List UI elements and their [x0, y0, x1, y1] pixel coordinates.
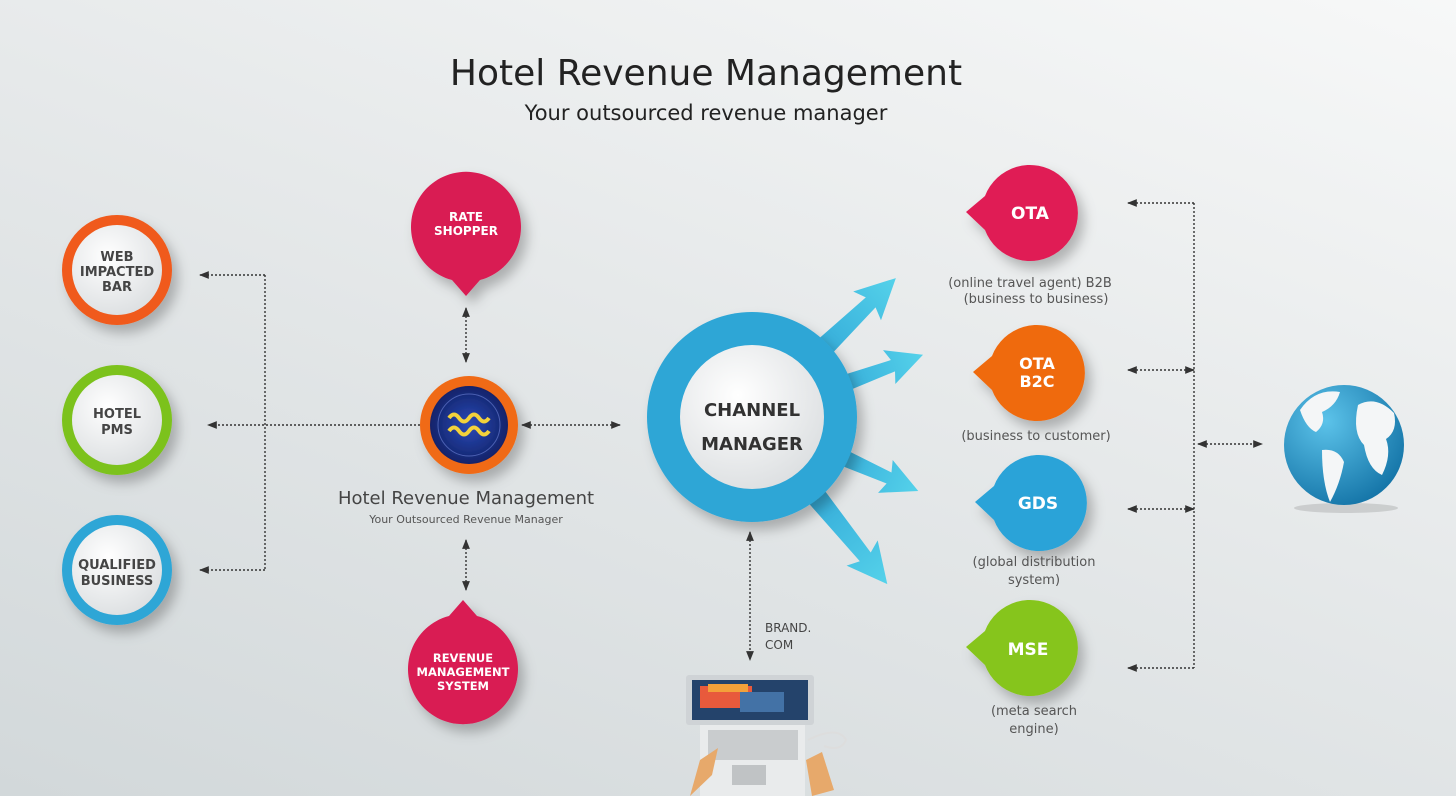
node-revenue-management-system[interactable]: REVENUE MANAGEMENT SYSTEM	[408, 600, 518, 725]
hub-title: Hotel Revenue Management	[338, 488, 594, 509]
channel-label: B2C	[1019, 372, 1054, 391]
mouse-cable	[807, 731, 848, 749]
page-title: Hotel Revenue Management	[450, 53, 962, 94]
laptop-icon[interactable]	[686, 675, 848, 796]
node-label: MANAGEMENT	[417, 665, 510, 679]
right-connectors	[1127, 199, 1263, 672]
channel-caption: system)	[1008, 573, 1060, 588]
hub-subtitle: Your Outsourced Revenue Manager	[368, 513, 563, 526]
hand-icon	[690, 748, 718, 796]
node-label: QUALIFIED	[78, 558, 156, 573]
channel-label: MSE	[1008, 640, 1049, 660]
node-label: BAR	[102, 280, 132, 295]
channel-caption: (online travel agent) B2B	[948, 276, 1112, 291]
brand-com-label: BRAND.	[765, 621, 811, 635]
channel-label: OTA	[1019, 354, 1055, 373]
channel-gds[interactable]: GDS	[975, 455, 1087, 551]
channel-caption: (business to business)	[964, 292, 1109, 307]
node-label: BUSINESS	[81, 574, 154, 589]
node-label: MANAGER	[701, 434, 803, 455]
node-label: PMS	[101, 423, 133, 438]
node-web-impacted-bar[interactable]: WEB IMPACTED BAR	[62, 215, 172, 325]
hand-icon	[806, 752, 834, 796]
node-label: IMPACTED	[80, 265, 154, 280]
channel-caption: (business to customer)	[961, 429, 1110, 444]
node-label: REVENUE	[433, 651, 493, 665]
node-hotel-pms[interactable]: HOTEL PMS	[62, 365, 172, 475]
channel-mse[interactable]: MSE	[966, 600, 1078, 696]
channel-ota[interactable]: OTA	[966, 164, 1078, 261]
hub-logo[interactable]	[420, 376, 518, 474]
channel-label: GDS	[1018, 494, 1058, 514]
node-label: SYSTEM	[437, 679, 489, 693]
node-channel-manager[interactable]: CHANNEL MANAGER	[647, 312, 857, 522]
channel-label: OTA	[1011, 204, 1050, 224]
globe-icon[interactable]	[1284, 385, 1404, 513]
node-label: CHANNEL	[704, 400, 800, 421]
node-label: RATE	[449, 210, 483, 224]
page-subtitle: Your outsourced revenue manager	[524, 101, 888, 125]
node-rate-shopper[interactable]: RATE SHOPPER	[410, 171, 521, 296]
left-connectors	[199, 271, 420, 574]
node-label: WEB	[100, 250, 133, 265]
channel-caption: (global distribution	[973, 555, 1096, 570]
node-qualified-business[interactable]: QUALIFIED BUSINESS	[62, 515, 172, 625]
channel-caption: engine)	[1009, 722, 1058, 737]
node-label: HOTEL	[93, 407, 141, 422]
channel-ota-b2c[interactable]: OTA B2C	[973, 325, 1085, 421]
node-label: SHOPPER	[434, 224, 498, 238]
aquarius-icon	[447, 412, 491, 424]
brand-com-label: COM	[765, 638, 793, 652]
channel-caption: (meta search	[991, 704, 1077, 719]
